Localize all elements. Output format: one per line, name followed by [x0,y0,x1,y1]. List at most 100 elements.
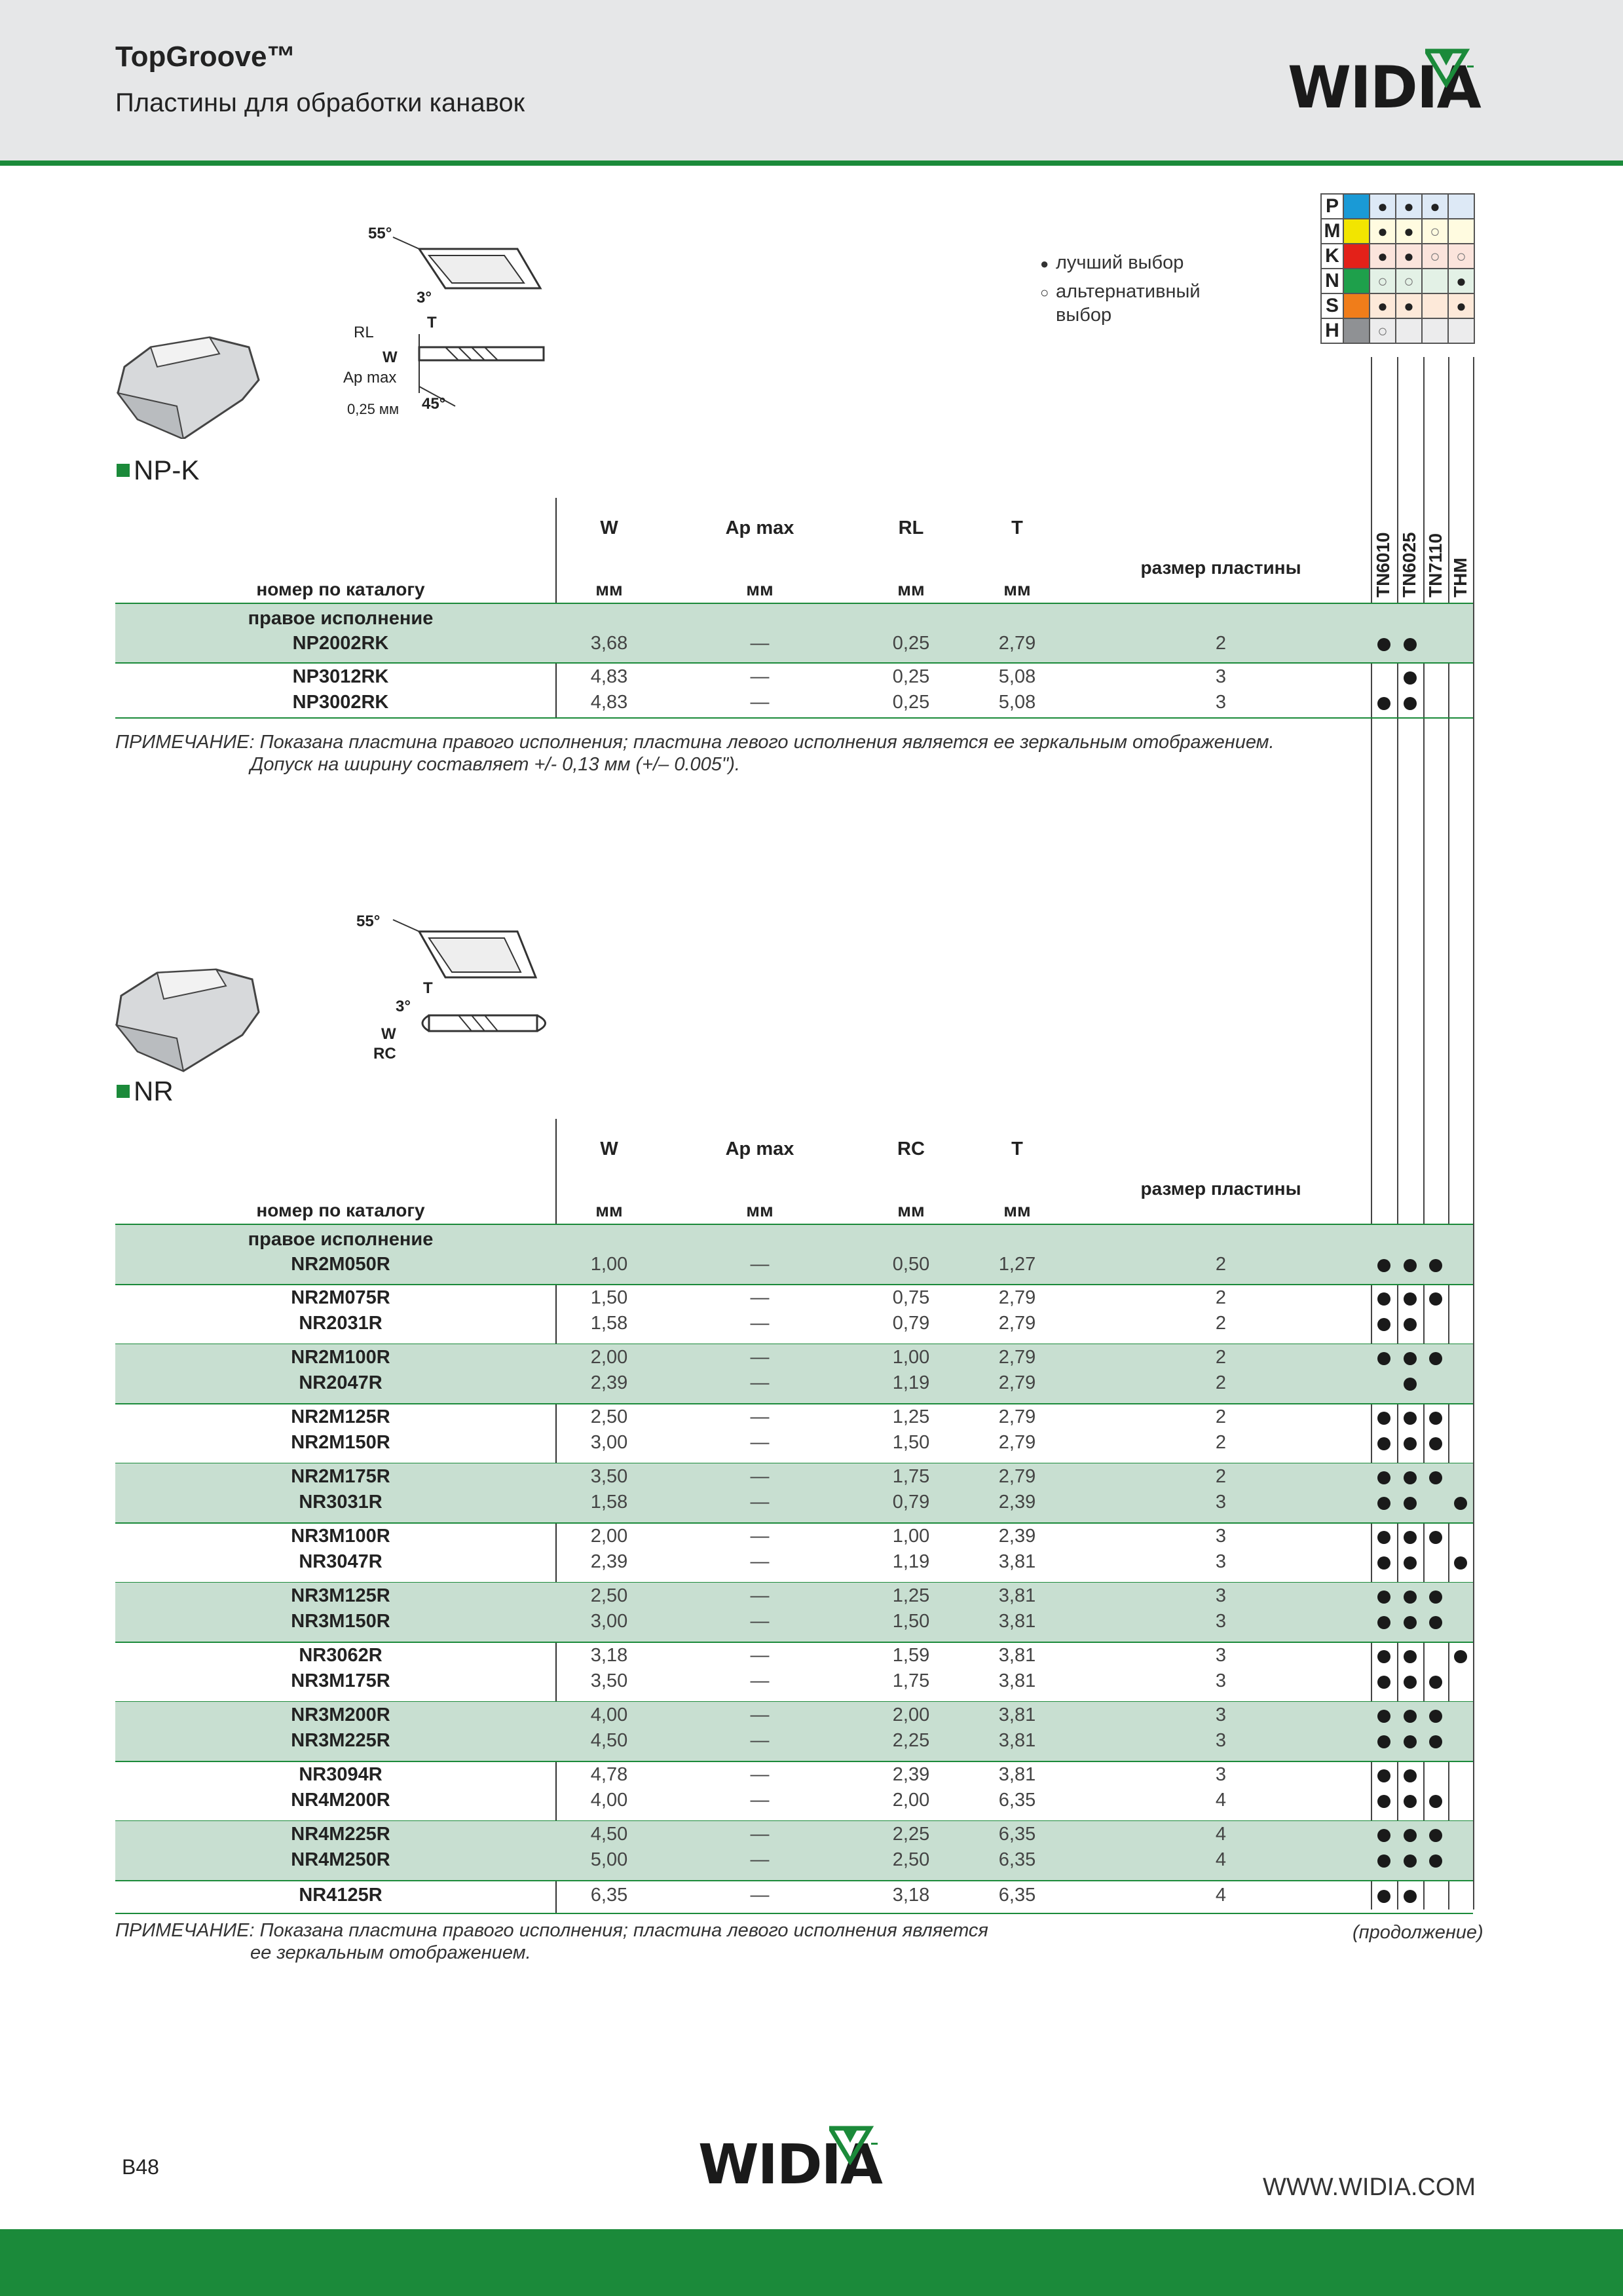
best-choice-icon [1404,1352,1417,1365]
footer-widia-logo: WIDIA [698,2126,883,2196]
best-choice-icon [1404,1769,1417,1782]
continued-label: (продолжение) [1352,1922,1483,1943]
best-choice-icon [1429,1471,1442,1484]
np-k-diagram-rl: RL [354,324,374,341]
best-choice-icon: ● [1369,293,1396,319]
legend: ● лучший выбор ○ альтернативный выбор [1040,251,1226,327]
thickness-value: 2,79 [998,1466,1036,1487]
thickness-value: 3,81 [998,1670,1036,1691]
insert-size-value: 3 [1215,666,1227,687]
nr-geometry-diagram: 55° T 3° W RC [356,913,546,1063]
catalog-number: NR3M100R [291,1526,390,1547]
catalog-number: NR2047R [299,1372,382,1393]
catalog-number: NR3M125R [291,1585,390,1606]
apmax-value: — [750,1585,770,1606]
insert-size-value: 2 [1215,1313,1227,1334]
row-group-rule [115,1522,1473,1524]
radius-value: 1,50 [892,1432,930,1453]
insert-size-value: 3 [1215,692,1227,713]
best-choice-icon [1404,1616,1417,1629]
alternative-choice-icon: ○ [1395,268,1423,294]
catalog-number: NR2M175R [291,1466,390,1487]
best-choice-icon [1377,1769,1390,1782]
row-group-rule [115,662,1473,664]
radius-value: 0,25 [892,666,930,687]
material-letter: S [1320,293,1344,319]
best-choice-icon [1377,1437,1390,1450]
best-choice-icon [1429,1437,1442,1450]
col-unit: мм [746,579,774,599]
catalog-number: NR3M225R [291,1730,390,1751]
apmax-value: — [750,1313,770,1334]
radius-value: 2,00 [892,1704,930,1725]
apmax-value: — [750,1551,770,1572]
best-choice-icon [1377,1650,1390,1663]
legend-best: ● лучший выбор [1040,251,1226,276]
radius-value: 0,79 [892,1492,930,1513]
footer-logo-wordmark: WIDIA [698,2132,883,2196]
insert-size-value: 2 [1215,1406,1227,1427]
best-choice-icon [1404,1676,1417,1689]
insert-size-value: 3 [1215,1492,1227,1513]
width-value: 2,00 [590,1526,628,1547]
radius-value: 0,75 [892,1287,930,1308]
width-value: 4,83 [590,692,628,713]
best-choice-icon [1377,1829,1390,1842]
empty-cell [1395,318,1423,344]
best-choice-icon [1404,1890,1417,1903]
col-header-w: W [600,1139,618,1159]
catalog-number: NR3094R [299,1764,382,1785]
best-choice-icon [1377,1412,1390,1425]
best-choice-icon [1429,1710,1442,1723]
nr-diagram-w: W [381,1025,396,1043]
nr-diagram-angle2: 3° [396,998,411,1015]
insert-size-value: 3 [1215,1585,1227,1606]
nr-diagram-angle1: 55° [356,913,380,930]
website-url[interactable]: WWW.WIDIA.COM [1263,2174,1476,2201]
radius-value: 1,00 [892,1526,930,1547]
radius-value: 3,18 [892,1885,930,1906]
width-value: 4,83 [590,666,628,687]
best-choice-icon [1377,1710,1390,1723]
empty-cell [1447,193,1475,219]
np-k-diagram-w: W [382,348,398,366]
catalog-number: NR2M075R [291,1287,390,1308]
catalog-number: NR2M100R [291,1347,390,1368]
row-group-band [115,604,1473,663]
np-k-insert-illustration [116,336,260,439]
thickness-value: 3,81 [998,1611,1036,1632]
radius-value: 2,50 [892,1849,930,1870]
header-rule [115,603,1473,604]
width-value: 4,50 [590,1824,628,1845]
catalog-number: NR3047R [299,1551,382,1572]
best-choice-icon [1404,1650,1417,1663]
thickness-value: 2,79 [998,1347,1036,1368]
thickness-value: 5,08 [998,692,1036,713]
radius-value: 1,00 [892,1347,930,1368]
section-marker-icon [117,464,130,477]
material-color-swatch [1343,318,1370,344]
best-choice-icon [1404,1795,1417,1808]
thickness-value: 3,81 [998,1585,1036,1606]
apmax-value: — [750,1824,770,1845]
grade-divider [1473,357,1474,1910]
best-choice-icon [1404,1412,1417,1425]
best-choice-icon [1404,671,1417,685]
best-choice-icon [1429,1590,1442,1604]
width-value: 4,00 [590,1704,628,1725]
best-choice-icon [1377,1556,1390,1570]
radius-value: 1,75 [892,1670,930,1691]
page-title: TopGroove™ [115,41,296,73]
width-value: 6,35 [590,1885,628,1906]
catalog-number: NR4M200R [291,1790,390,1811]
catalog-number: NP3002RK [292,692,389,713]
col-unit: мм [897,1200,925,1220]
apmax-value: — [750,1466,770,1487]
alternative-choice-icon: ○ [1369,268,1396,294]
apmax-value: — [750,1764,770,1785]
thickness-value: 2,79 [998,1287,1036,1308]
apmax-value: — [750,692,770,713]
row-group-rule [115,1403,1473,1404]
row-group-band [115,1463,1473,1523]
apmax-value: — [750,1492,770,1513]
